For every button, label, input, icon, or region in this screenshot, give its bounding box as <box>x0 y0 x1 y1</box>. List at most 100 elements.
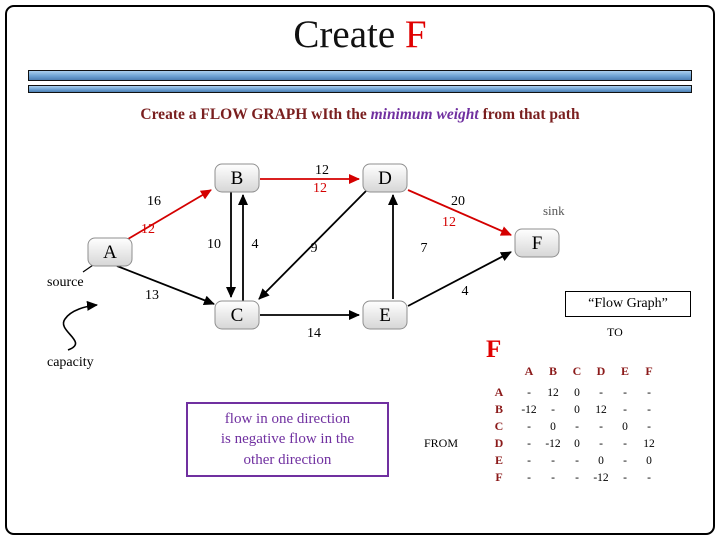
subtitle-emphasis: minimum weight <box>370 106 479 123</box>
table-cell: - <box>623 386 627 399</box>
table-col-header: C <box>572 363 582 378</box>
table-row-header: B <box>494 402 503 416</box>
slide-border <box>5 5 715 535</box>
label-BD-capacity: 12 <box>315 163 329 178</box>
label-CB-capacity: 4 <box>252 237 259 252</box>
table-cell: - <box>527 386 531 399</box>
table-col-header: F <box>645 363 653 378</box>
table-corner <box>481 358 517 384</box>
subtitle: Create a FLOW GRAPH wIth the minimum wei… <box>0 106 720 124</box>
node-F-label: F <box>532 233 543 254</box>
table-cell: 12 <box>547 386 559 399</box>
table-row-header: E <box>494 453 503 467</box>
capacity-squiggle-arrow <box>62 300 98 351</box>
title-highlight: F <box>404 13 427 56</box>
flow-graph-caption-box: “Flow Graph” <box>565 291 691 317</box>
label-CE-capacity: 14 <box>307 326 321 341</box>
note-line-3: other direction <box>243 451 332 468</box>
table-row-header: A <box>494 385 504 399</box>
sink-label: sink <box>543 203 565 218</box>
edge-E-F <box>407 251 512 307</box>
node-D-label: D <box>378 168 392 189</box>
label-AB-capacity: 16 <box>147 194 161 209</box>
table-row-header: F <box>495 470 503 484</box>
table-cell: - <box>647 420 651 433</box>
flow-graph-caption: “Flow Graph” <box>588 296 668 311</box>
note-line-1: flow in one direction <box>224 411 351 428</box>
table-cell: - <box>575 471 579 484</box>
table-cell: - <box>623 454 627 467</box>
table-cell: 0 <box>646 454 652 467</box>
table-cell: 12 <box>595 403 607 416</box>
table-cell: - <box>551 471 555 484</box>
title-text: Create <box>293 13 405 56</box>
table-cell: - <box>623 471 627 484</box>
table-cell: - <box>527 454 531 467</box>
table-cell: - <box>647 403 651 416</box>
label-BC-capacity: 10 <box>207 237 221 252</box>
note-box: flow in one direction is negative flow i… <box>186 402 389 477</box>
subtitle-part3: from that path <box>478 106 580 123</box>
table-cell: - <box>575 454 579 467</box>
table-col-header: D <box>596 363 606 378</box>
table-cell: 0 <box>622 420 628 433</box>
table-cell: - <box>599 420 603 433</box>
table-cell: -12 <box>521 403 537 416</box>
node-C-label: C <box>231 305 244 326</box>
table-row-header: C <box>494 419 504 433</box>
table-title-f: F <box>486 336 502 363</box>
label-AC-capacity: 13 <box>145 288 159 303</box>
node-E-label: E <box>379 305 391 326</box>
table-cell: - <box>551 403 555 416</box>
table-cell: 0 <box>574 386 580 399</box>
table-cell: 0 <box>574 437 580 450</box>
edge-A-C <box>116 265 215 306</box>
table-cell: - <box>575 420 579 433</box>
node-B-label: B <box>231 168 244 189</box>
label-DC-capacity: 9 <box>311 241 318 256</box>
node-D <box>362 163 408 193</box>
node-E <box>362 300 408 330</box>
table-cell: - <box>551 454 555 467</box>
graph-nodes: A B C D E F <box>87 163 560 330</box>
edge-A-B <box>127 189 212 240</box>
edge-D-C <box>258 190 367 300</box>
node-A <box>87 237 133 267</box>
table-row-header: D <box>494 436 504 450</box>
table-cell: 12 <box>643 437 655 450</box>
table-cell: - <box>647 386 651 399</box>
table-cell: - <box>527 420 531 433</box>
slide-title: Create F <box>0 12 720 57</box>
subtitle-part1: Create a FLOW GRAPH wIth the <box>140 106 371 123</box>
table-cell: - <box>647 471 651 484</box>
table-cell: 0 <box>550 420 556 433</box>
label-DF-capacity: 20 <box>451 194 465 209</box>
table-from-label: FROM <box>424 436 459 450</box>
table-cell: - <box>527 437 531 450</box>
decorative-bar-bottom <box>28 85 692 93</box>
table-cell: - <box>623 403 627 416</box>
table-cell: 0 <box>574 403 580 416</box>
table-cell: - <box>599 386 603 399</box>
label-ED-capacity: 7 <box>421 241 428 256</box>
label-EF-capacity: 4 <box>462 284 469 299</box>
edge-labels: 16 12 12 12 20 12 13 10 4 9 7 14 4 <box>141 163 469 341</box>
edge-D-F <box>407 189 512 236</box>
graph-edges <box>62 174 512 351</box>
decorative-bar-top <box>28 70 692 81</box>
source-label: source <box>47 275 84 290</box>
table-cell: -12 <box>593 471 609 484</box>
table-cell: 0 <box>598 454 604 467</box>
label-AB-flow: 12 <box>141 222 155 237</box>
graph-annotations: source sink capacity <box>47 203 565 370</box>
label-DF-flow: 12 <box>442 215 456 230</box>
capacity-label: capacity <box>47 355 94 370</box>
table-col-header: E <box>620 363 629 378</box>
note-line-2: is negative flow in the <box>220 431 355 448</box>
table-to-label: TO <box>607 325 623 339</box>
table-cell: -12 <box>545 437 561 450</box>
label-BD-flow: 12 <box>313 181 327 196</box>
node-C <box>214 300 260 330</box>
